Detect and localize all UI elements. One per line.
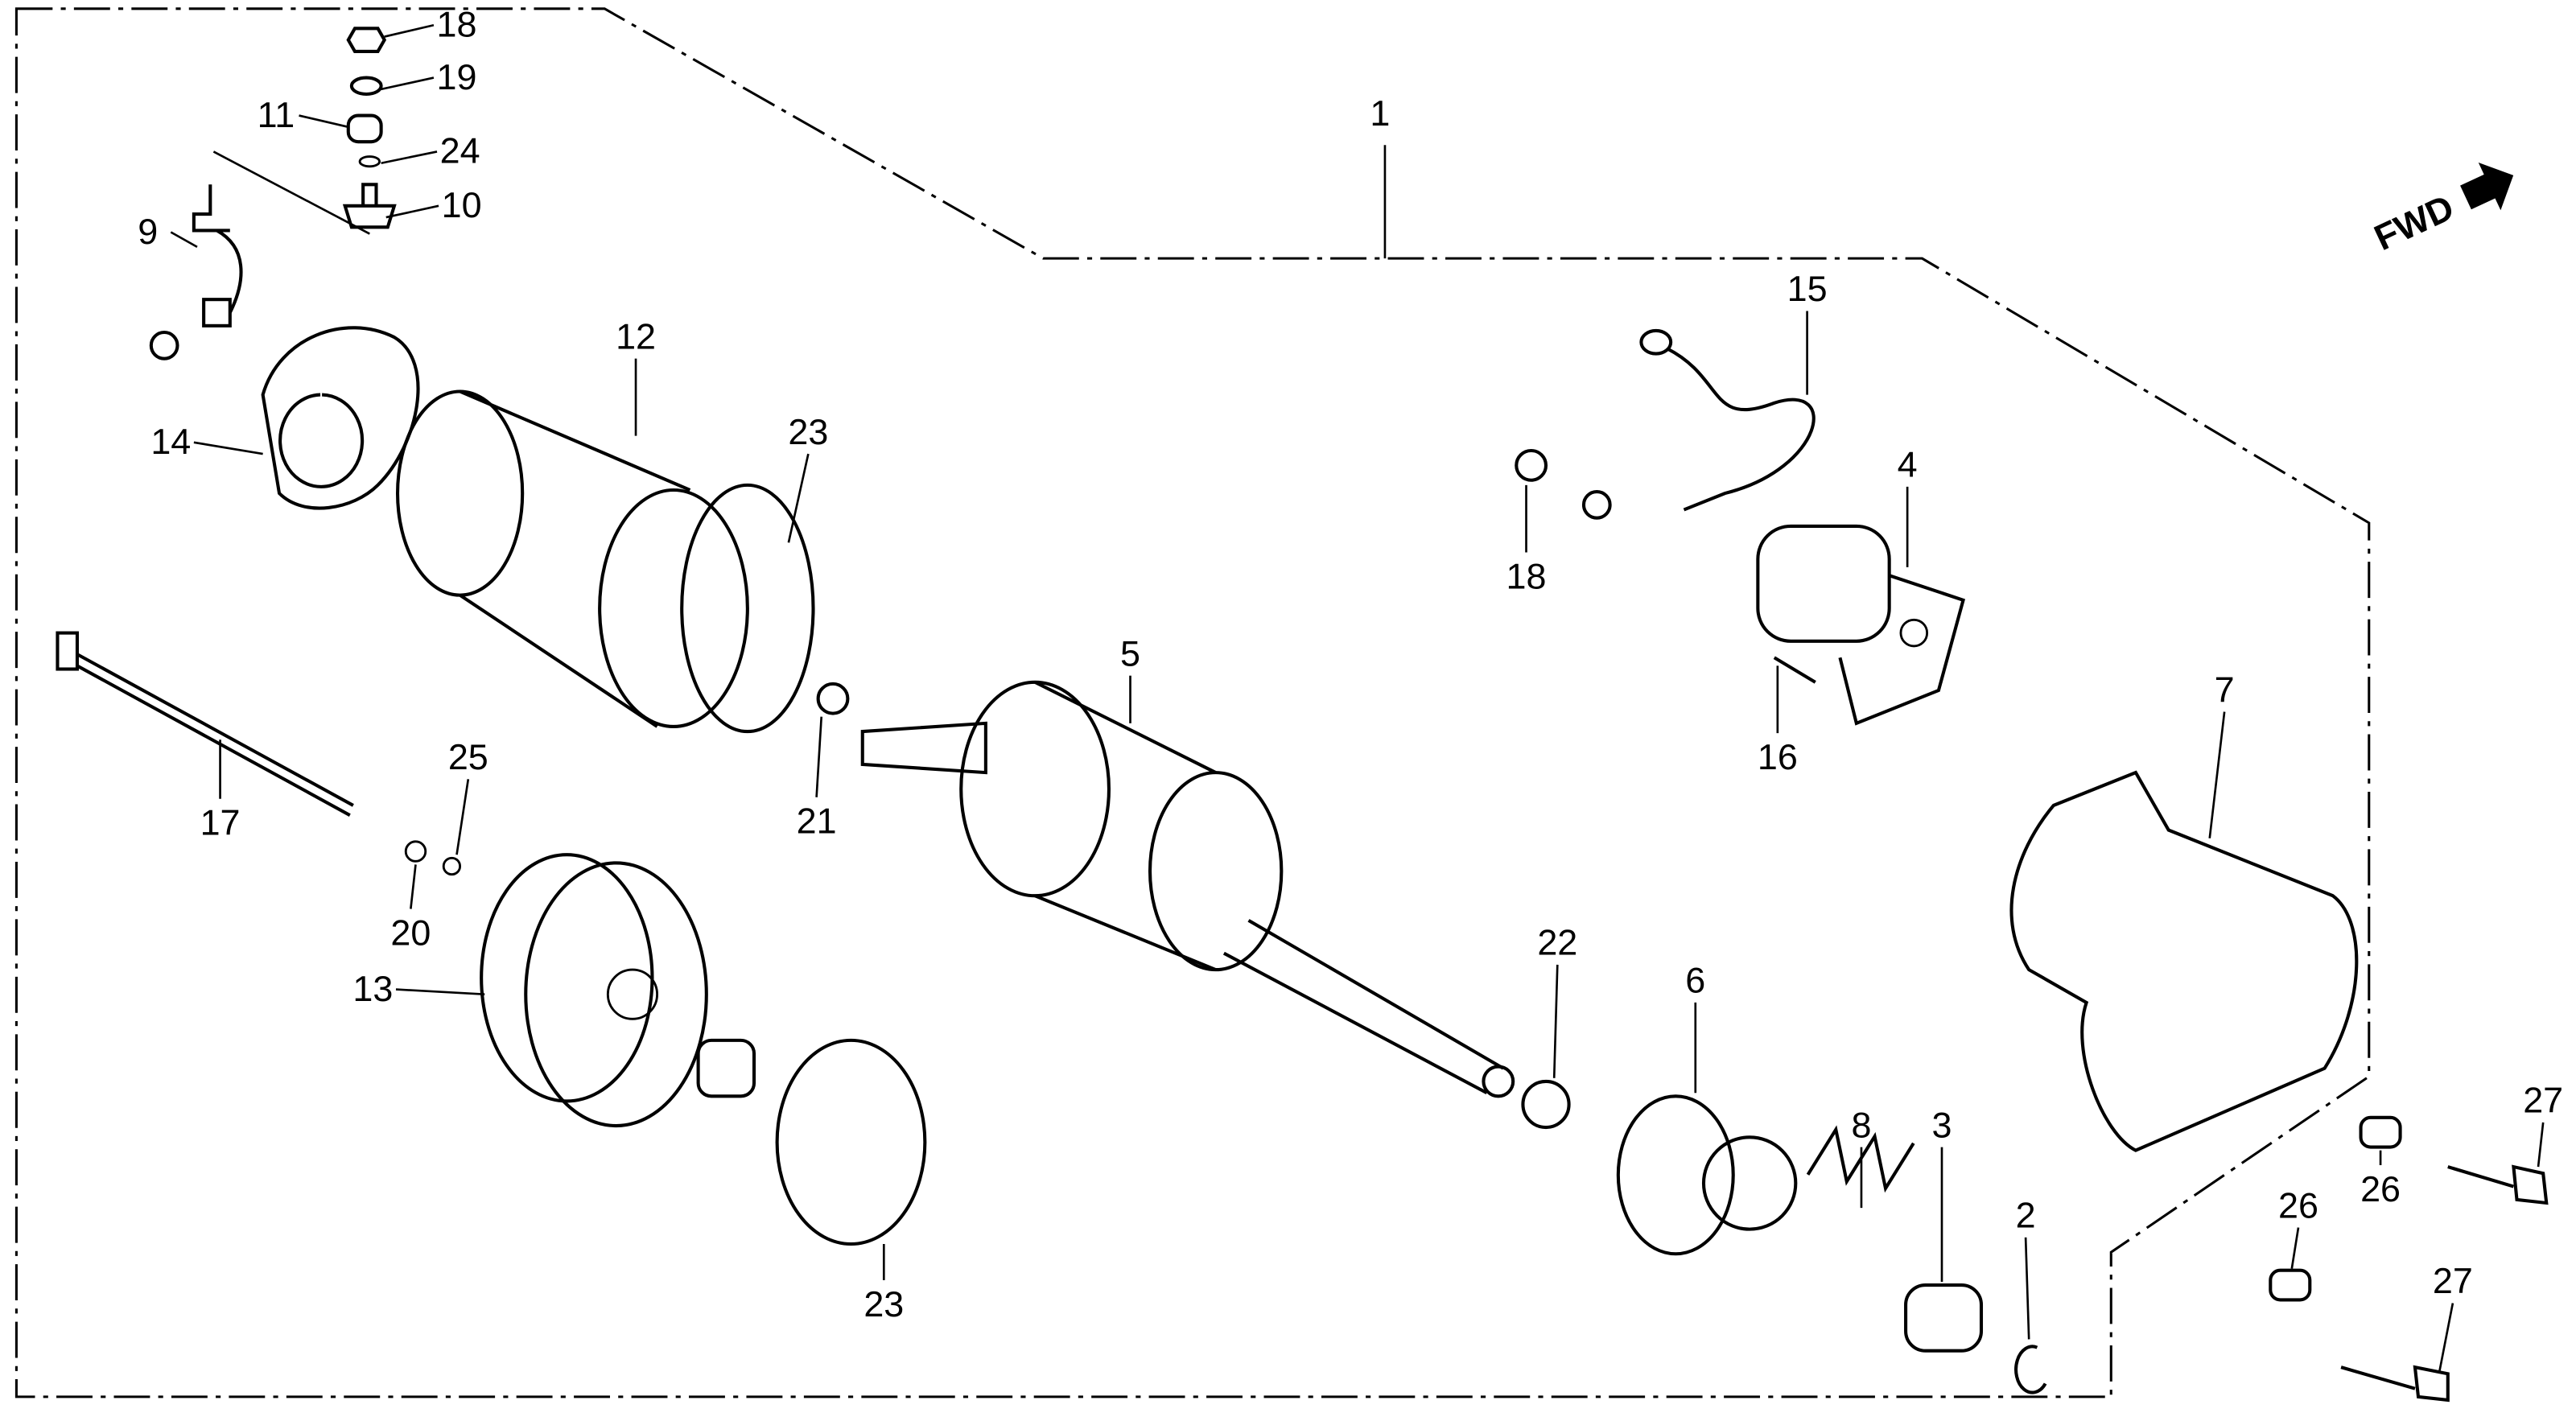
callout-12: 12: [616, 315, 656, 356]
leader-line: [787, 453, 810, 543]
leader-line: [385, 204, 439, 219]
leader-line: [170, 231, 198, 249]
leader-line: [2290, 1227, 2300, 1269]
leader-line: [815, 716, 823, 797]
leader-line: [2208, 711, 2226, 838]
callout-23: 23: [788, 411, 828, 452]
leader-line: [384, 23, 435, 38]
leader-line: [455, 779, 470, 855]
arrow-icon: [2460, 163, 2514, 211]
front-housing-part-7: [2009, 770, 2359, 1152]
leader-line: [410, 864, 417, 909]
terminal-hardware: [149, 27, 397, 360]
bolt-part-16: [1773, 656, 1816, 684]
callout-3: 3: [1932, 1104, 1952, 1145]
washer-part-22: [1521, 1079, 1571, 1130]
callout-8: 8: [1851, 1104, 1871, 1145]
washer-part-25: [442, 856, 462, 876]
callout-27: 27: [2433, 1260, 2473, 1301]
fwd-arrow: FWD: [2368, 163, 2514, 258]
o-ring-part-23-lower: [775, 1038, 927, 1246]
callout-19: 19: [437, 56, 477, 97]
washer-part-21: [816, 682, 850, 715]
callout-15: 15: [1787, 268, 1828, 309]
callout-13: 13: [352, 968, 393, 1009]
callout-18: 18: [1506, 555, 1547, 596]
yoke-part-12: [395, 389, 749, 728]
callout-26: 26: [2360, 1168, 2401, 1209]
bushing: [696, 1038, 756, 1098]
callout-6: 6: [1685, 960, 1705, 1001]
callout-7: 7: [2215, 669, 2235, 710]
leader-line: [2537, 1122, 2545, 1168]
callout-5: 5: [1120, 632, 1140, 673]
nut-part-18: [1515, 448, 1548, 482]
armature-part-5: [860, 680, 1515, 1098]
washer-part-20: [404, 840, 427, 863]
bolt-part-27-upper: [2447, 1164, 2549, 1205]
bolt-part-17: [56, 631, 354, 817]
callout-14: 14: [150, 421, 191, 462]
starter-clutch-part-6: [1616, 1094, 1798, 1256]
callout-10: 10: [442, 184, 482, 225]
dowel-part-26-upper: [2359, 1115, 2402, 1149]
cable-part-15: [1639, 328, 1816, 512]
callout-2: 2: [2016, 1195, 2036, 1236]
solenoid-part-4: [1756, 524, 1966, 726]
leader-line: [1552, 964, 1559, 1078]
rear-cover-part-13: [480, 853, 708, 1128]
callout-16: 16: [1758, 736, 1798, 777]
bolt-part-27-lower: [2340, 1365, 2450, 1403]
callout-11: 11: [258, 94, 295, 135]
o-ring-part-23-upper: [680, 483, 815, 734]
callout-20: 20: [390, 912, 431, 953]
assembly-boundary: [14, 7, 2371, 1398]
nut: [1581, 489, 1612, 520]
leader-line: [299, 114, 349, 129]
leader-line: [381, 76, 435, 91]
leader-line: [2024, 1237, 2030, 1340]
brush-holder-part-14: [261, 326, 420, 510]
collar-part-3: [1904, 1283, 1984, 1353]
leader-line: [2438, 1303, 2454, 1371]
callout-4: 4: [1898, 444, 1918, 485]
snap-ring-part-2: [2014, 1345, 2047, 1394]
callout-17: 17: [200, 802, 241, 843]
leader-line: [395, 988, 485, 996]
leader-line: [381, 150, 438, 165]
callout-18: 18: [437, 4, 477, 45]
callout-21: 21: [797, 801, 837, 842]
leader-line: [193, 441, 263, 455]
callout-24: 24: [440, 130, 480, 171]
callout-9: 9: [138, 211, 158, 252]
fwd-label: FWD: [2368, 187, 2460, 258]
callout-26: 26: [2278, 1184, 2318, 1225]
callout-27: 27: [2523, 1080, 2563, 1121]
callout-22: 22: [1537, 922, 1577, 963]
callout-23: 23: [863, 1283, 904, 1324]
dowel-part-26-lower: [2269, 1268, 2312, 1302]
callout-25: 25: [448, 736, 488, 777]
callout-1: 1: [1370, 93, 1390, 134]
